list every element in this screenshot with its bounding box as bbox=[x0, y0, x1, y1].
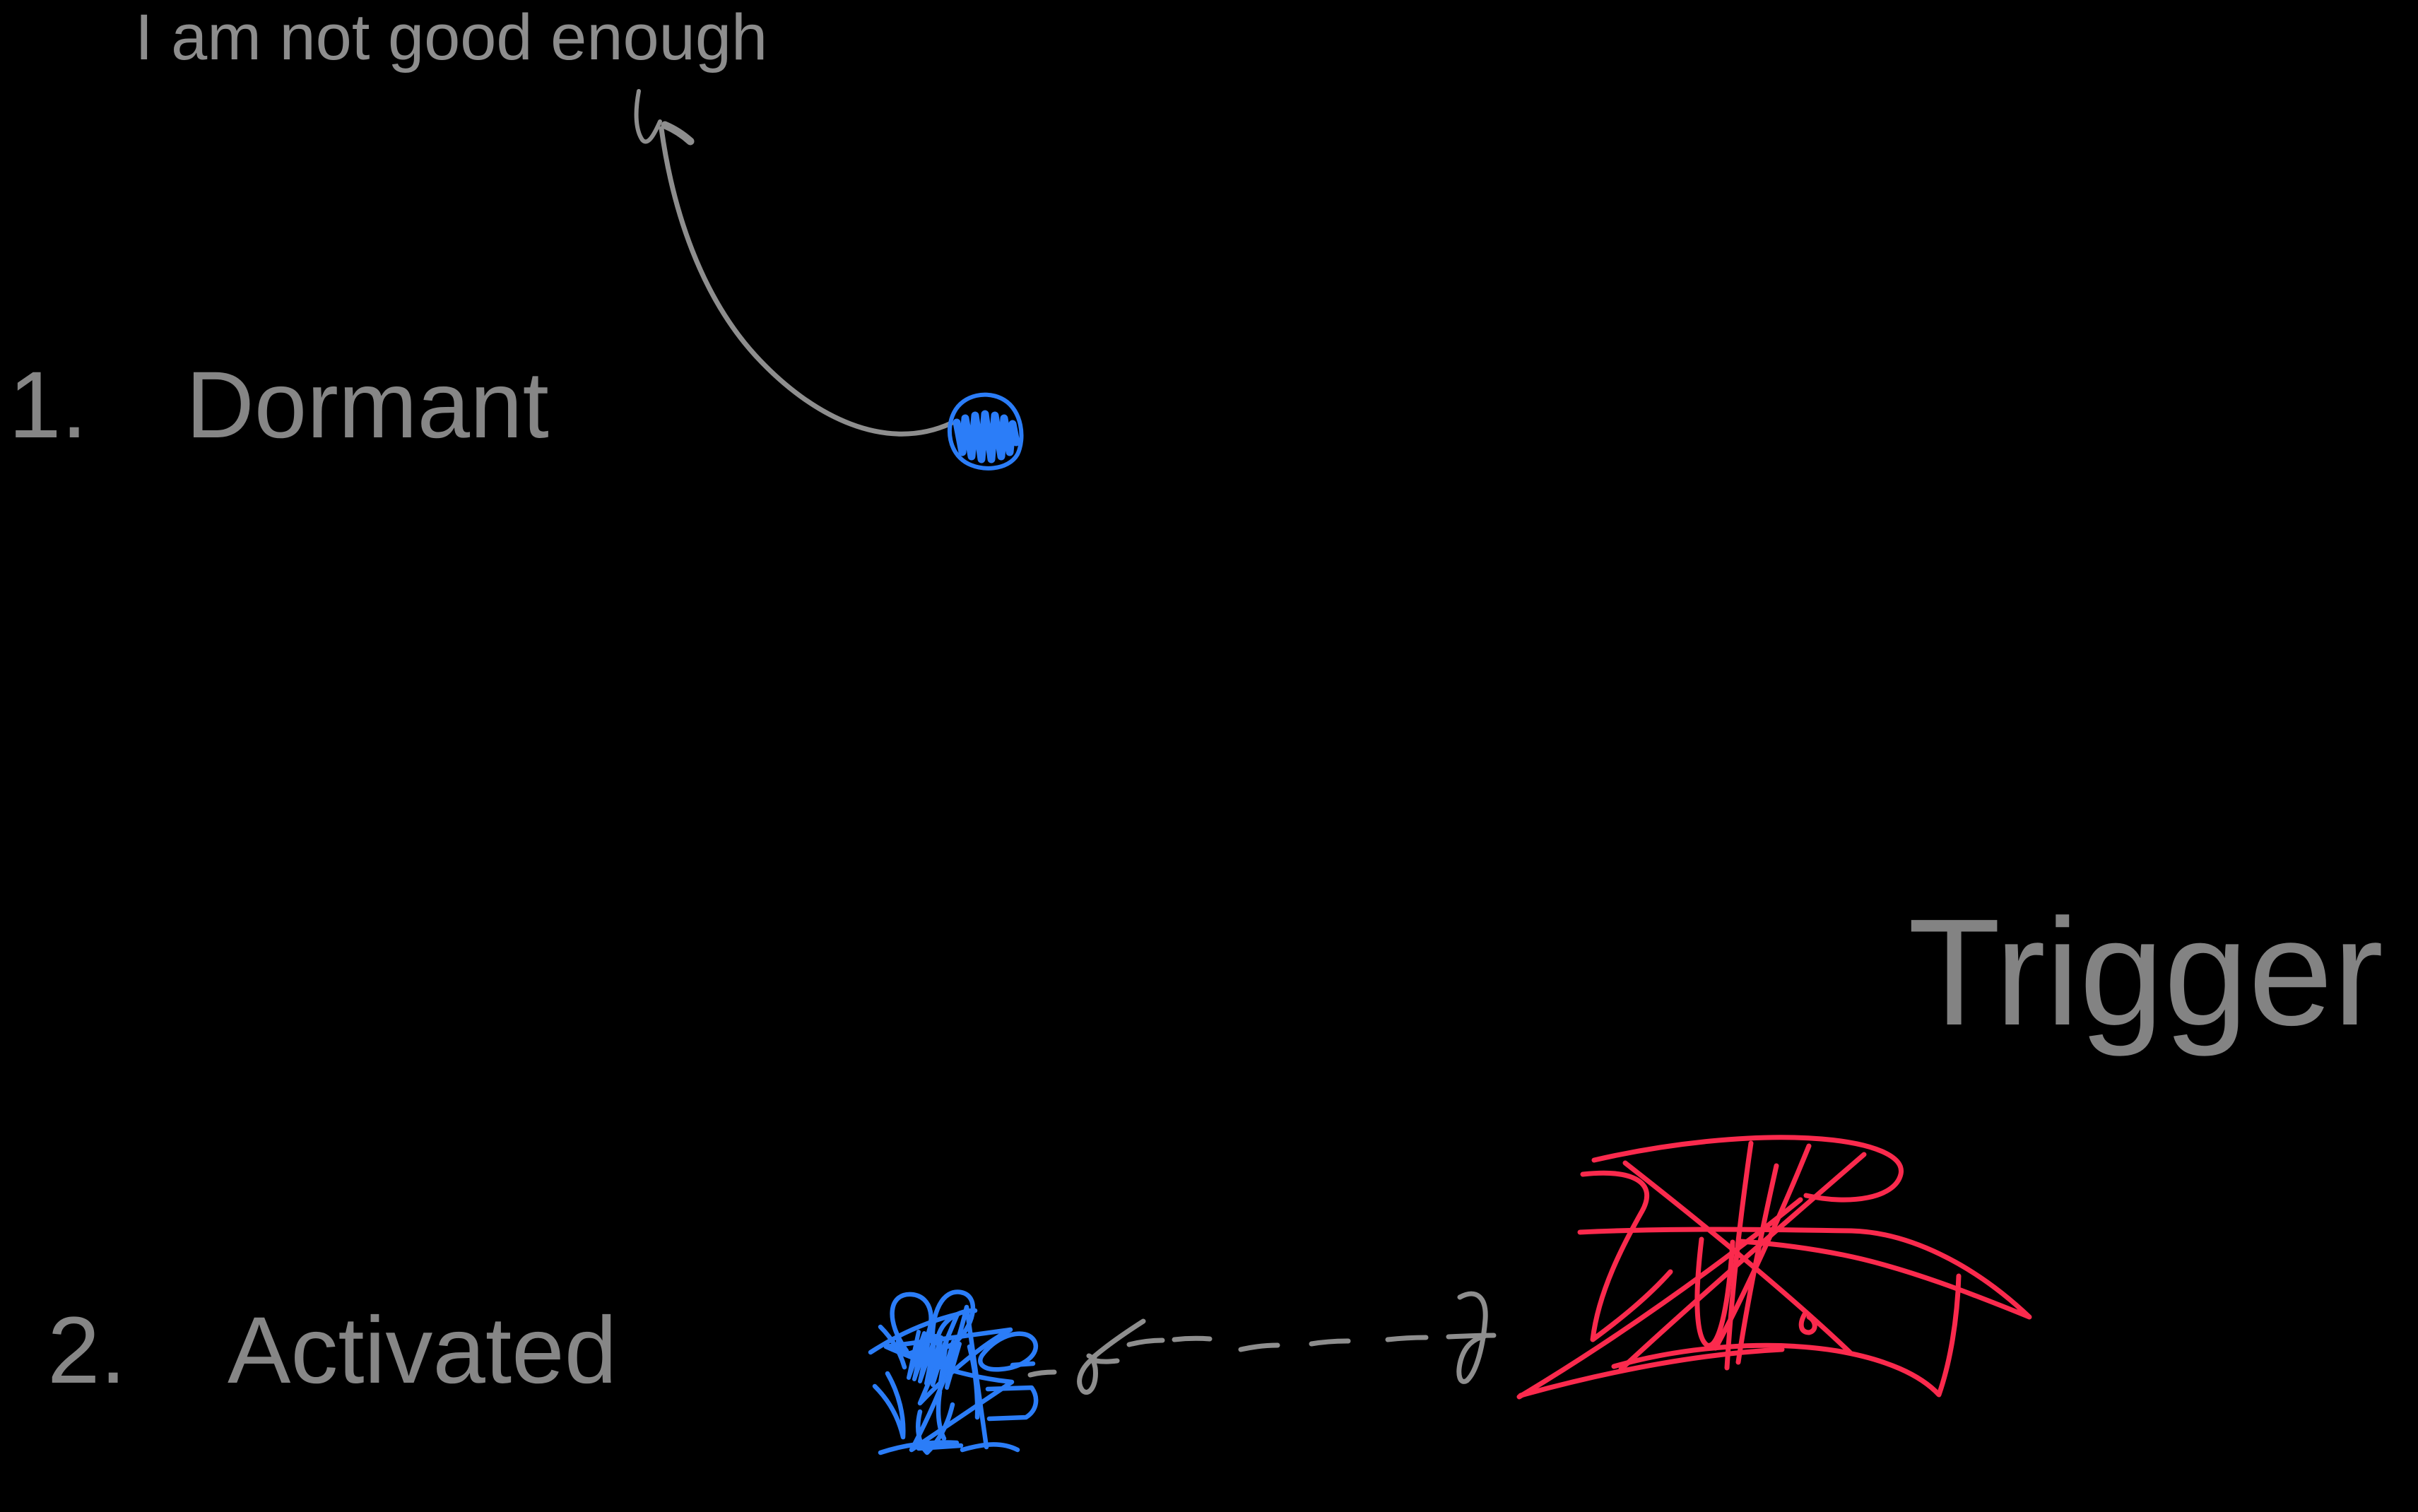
stage-1-number[interactable]: 1. bbox=[8, 353, 88, 458]
trigger-horizontal-sliver bbox=[1577, 1227, 2032, 1320]
arrowhead-right-barb-icon bbox=[661, 121, 695, 146]
tangle-descenders bbox=[936, 1344, 980, 1441]
trigger-bottom-left-spike-2 bbox=[1518, 1347, 1785, 1398]
tangle-right-box bbox=[985, 1361, 1039, 1422]
dash-segment-3 bbox=[1238, 1342, 1280, 1352]
dash-segment-6 bbox=[1446, 1333, 1497, 1340]
arrow-dot-to-thought[interactable] bbox=[634, 89, 954, 437]
dash-segment-5 bbox=[1385, 1335, 1429, 1342]
stage-1-label[interactable]: Dormant bbox=[186, 353, 549, 458]
trigger-left-arcs bbox=[1580, 1170, 1673, 1342]
dormant-belief-dot[interactable] bbox=[948, 392, 1024, 471]
trigger-diagonal-sw bbox=[1618, 1152, 1867, 1372]
tangle-bottom-strokes bbox=[878, 1402, 1020, 1455]
dash-segment-2 bbox=[1172, 1335, 1213, 1342]
trigger-label[interactable]: Trigger bbox=[1908, 887, 2384, 1057]
trigger-top-sweep bbox=[1591, 1135, 1904, 1203]
trigger-bottom-arc bbox=[1611, 1273, 1962, 1398]
dash-tail-squiggle bbox=[1456, 1291, 1488, 1384]
tangle-petal-loop-1 bbox=[890, 1292, 933, 1356]
dot-outline bbox=[948, 392, 1024, 471]
activated-belief-scribble[interactable] bbox=[868, 1289, 1039, 1455]
trigger-small-curl bbox=[1798, 1311, 1817, 1335]
stage-2-number[interactable]: 2. bbox=[47, 1298, 126, 1403]
dashed-arrowhead-loop-barb-icon bbox=[1077, 1353, 1098, 1395]
dash-segment-4 bbox=[1309, 1338, 1351, 1347]
stage-2-label[interactable]: Activated bbox=[228, 1298, 618, 1403]
trigger-scribble[interactable] bbox=[1516, 1135, 2032, 1400]
arrowhead-left-barb-icon bbox=[634, 89, 662, 144]
trigger-bottom-left-spike-1 bbox=[1516, 1197, 1803, 1400]
trigger-diagonal-se bbox=[1622, 1160, 1853, 1355]
trigger-vertical-1 bbox=[1724, 1140, 1754, 1371]
thought-text[interactable]: I am not good enough bbox=[135, 1, 768, 73]
tangle-right-loop bbox=[978, 1331, 1038, 1372]
dashed-arrowhead-upper-barb-icon bbox=[1090, 1318, 1146, 1361]
tangle-dense-hatch bbox=[907, 1330, 962, 1390]
arrow-shaft bbox=[659, 126, 954, 437]
arrow-trigger-to-belief[interactable] bbox=[1027, 1291, 1497, 1395]
dashed-arrowhead-tip-link bbox=[1093, 1358, 1120, 1364]
dash-segment-1 bbox=[1126, 1337, 1165, 1347]
dash-segment-0 bbox=[1027, 1369, 1057, 1378]
trigger-center-u bbox=[1694, 1236, 1735, 1348]
tangle-left-spikes bbox=[872, 1324, 907, 1440]
trigger-vertical-3 bbox=[1713, 1143, 1812, 1351]
dot-scribble-fill bbox=[953, 410, 1020, 463]
